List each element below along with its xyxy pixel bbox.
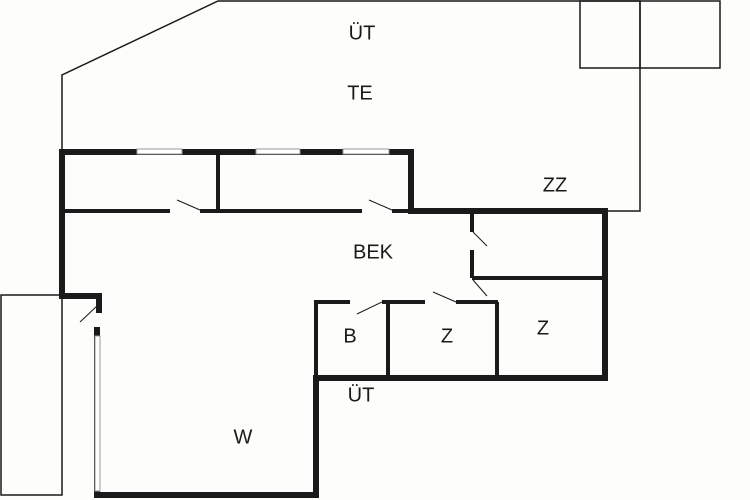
room-label-z1: Z (441, 325, 453, 347)
room-label-te: TE (347, 82, 373, 104)
room-label-w: W (234, 426, 253, 448)
room-label-bek: BEK (353, 241, 394, 263)
exterior-walls (59, 149, 608, 498)
terrace-outline (0, 0, 721, 496)
room-labels: ÜT TE ZZ BEK B Z Z ÜT W (234, 22, 568, 448)
room-label-ut-bottom: ÜT (348, 384, 375, 406)
room-label-zz: ZZ (543, 174, 567, 196)
room-label-z2: Z (537, 317, 549, 339)
interior-walls (62, 152, 605, 378)
room-label-b: B (343, 325, 356, 347)
door-swings (79, 199, 488, 323)
balcony (0, 294, 63, 496)
windows (94, 148, 390, 492)
room-label-ut-top: ÜT (349, 22, 376, 44)
